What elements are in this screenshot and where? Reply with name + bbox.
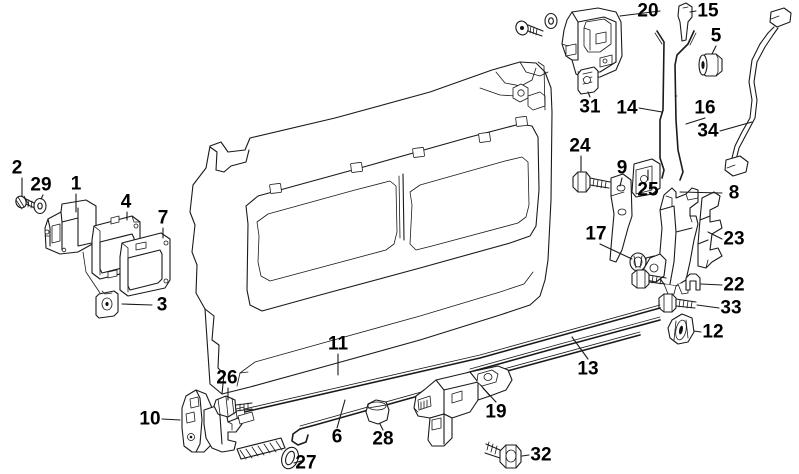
- callout-14[interactable]: 14: [616, 97, 638, 119]
- callout-2[interactable]: 2: [11, 157, 23, 179]
- callout-6[interactable]: 6: [331, 426, 343, 448]
- part-lock-washer: [544, 12, 558, 30]
- part-16-rod: [674, 30, 697, 181]
- part-1-handle-housing: [44, 199, 97, 255]
- callout-10[interactable]: 10: [139, 408, 161, 430]
- callout-3[interactable]: 3: [156, 294, 168, 316]
- callout-9[interactable]: 9: [616, 157, 628, 179]
- callout-20[interactable]: 20: [637, 0, 659, 22]
- part-screw-small-upper: [631, 269, 667, 289]
- part-3-cap: [95, 290, 119, 319]
- callout-23[interactable]: 23: [723, 228, 745, 250]
- callout-27[interactable]: 27: [295, 452, 317, 474]
- callout-25[interactable]: 25: [637, 179, 659, 201]
- part-22-clip: [685, 273, 701, 291]
- door-inner-panel: [189, 61, 553, 395]
- callout-13[interactable]: 13: [577, 358, 599, 380]
- part-28-bush: [365, 399, 390, 425]
- part-12-grommet: [667, 313, 695, 345]
- part-31-clip: [577, 66, 599, 95]
- callout-12[interactable]: 12: [702, 321, 724, 343]
- part-19-lock-actuator: [413, 365, 513, 447]
- part-spring: [236, 437, 286, 460]
- callout-5[interactable]: 5: [710, 25, 722, 47]
- callout-33[interactable]: 33: [720, 297, 742, 319]
- part-9-catch-plate: [609, 173, 633, 263]
- part-33-screw: [658, 293, 697, 313]
- callout-17[interactable]: 17: [585, 223, 607, 245]
- callout-11[interactable]: 11: [327, 333, 349, 355]
- callout-1[interactable]: 1: [70, 173, 82, 195]
- callout-32[interactable]: 32: [530, 444, 552, 466]
- part-29-washer: [33, 197, 47, 215]
- part-25-plate: [631, 158, 661, 198]
- part-24-screw: [572, 171, 611, 193]
- part-23-reinforcement-plate: [697, 191, 723, 269]
- part-14-rod: [654, 30, 665, 179]
- callout-8[interactable]: 8: [728, 182, 740, 204]
- callout-24[interactable]: 24: [569, 135, 591, 157]
- callout-29[interactable]: 29: [30, 174, 52, 196]
- part-20-door-lock: [515, 7, 623, 85]
- part-7-trim-bezel: [119, 232, 171, 297]
- callout-26[interactable]: 26: [216, 367, 238, 389]
- callout-16[interactable]: 16: [694, 97, 716, 119]
- part-5-grommet: [698, 53, 723, 77]
- callout-7[interactable]: 7: [157, 207, 169, 229]
- part-15-lock-knob: [677, 2, 693, 42]
- callout-4[interactable]: 4: [120, 191, 132, 213]
- part-26-screw: [213, 395, 253, 418]
- callout-31[interactable]: 31: [579, 96, 601, 118]
- callout-34[interactable]: 34: [697, 120, 719, 142]
- part-lock-screw: [515, 20, 544, 37]
- callout-19[interactable]: 19: [485, 401, 507, 423]
- callout-15[interactable]: 15: [697, 0, 719, 22]
- part-32-screw: [484, 441, 522, 469]
- callout-28[interactable]: 28: [372, 428, 394, 450]
- callout-22[interactable]: 22: [723, 274, 745, 296]
- part-34-cable-harness: [724, 7, 792, 177]
- handle-assembly-group: [15, 195, 171, 319]
- leader-lines: [21, 10, 753, 464]
